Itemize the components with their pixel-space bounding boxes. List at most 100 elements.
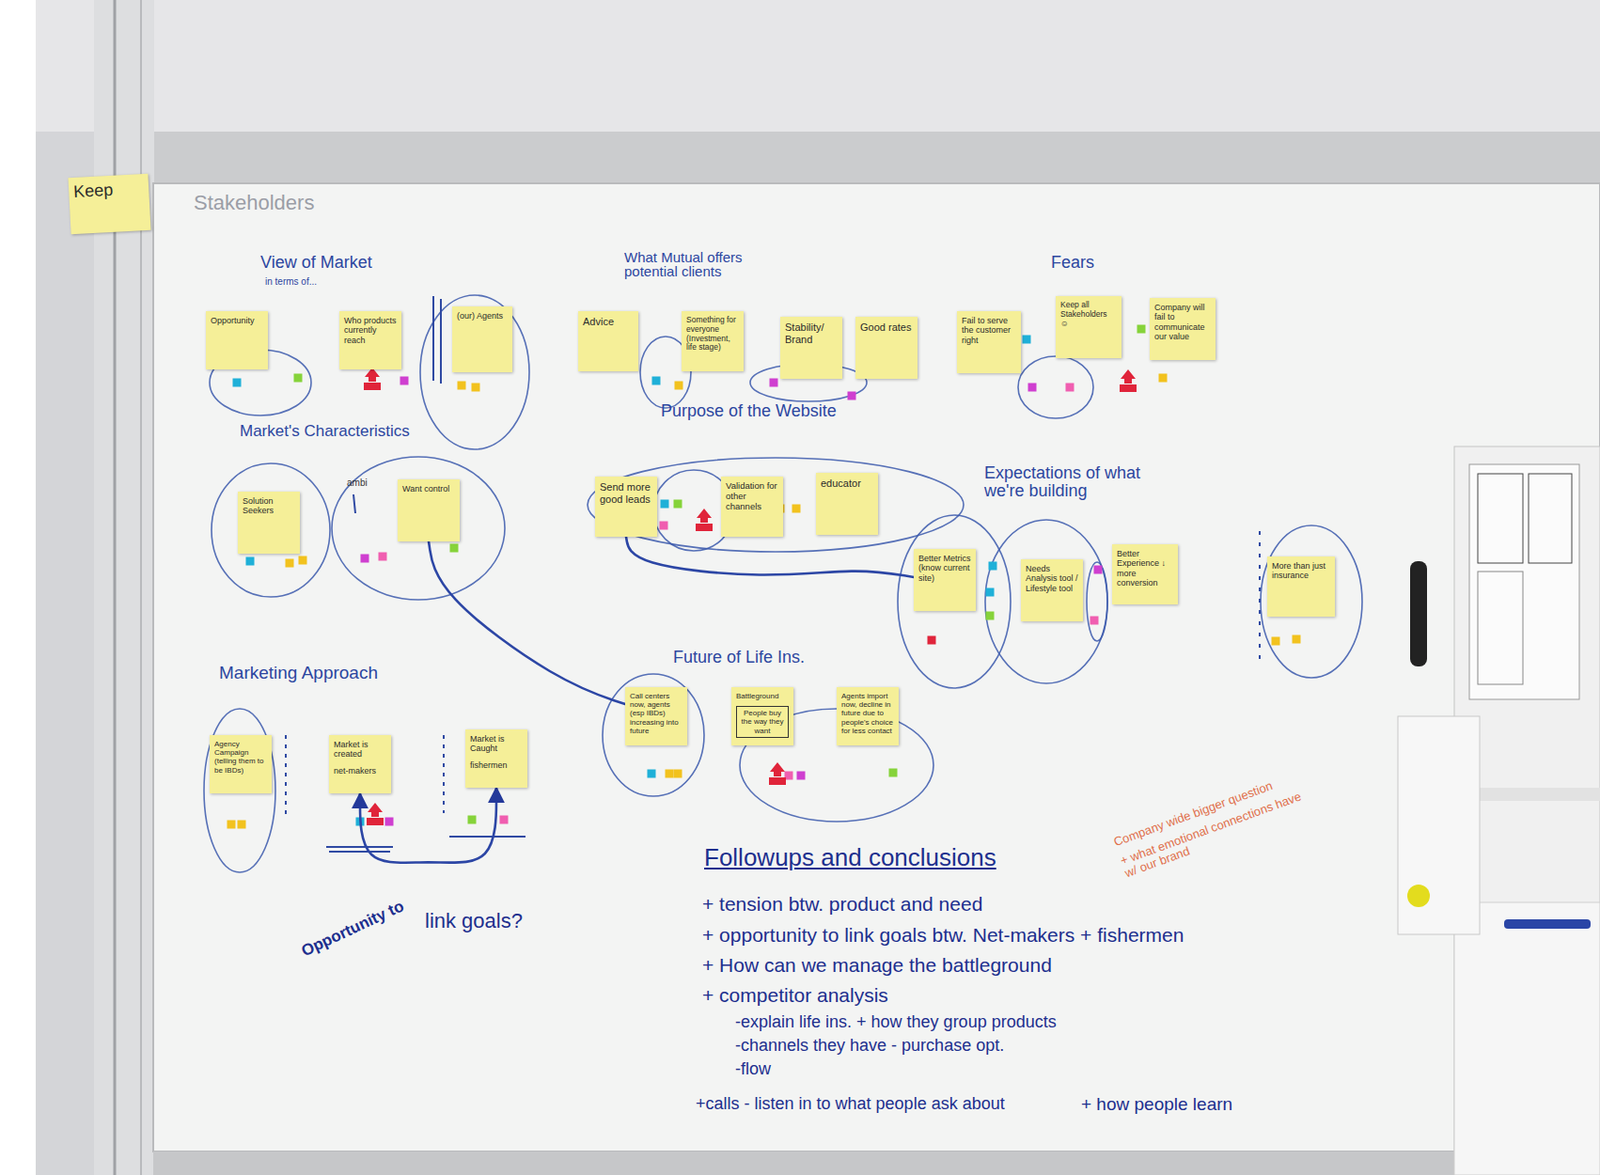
vote-dot: [227, 820, 236, 830]
magnet: [1407, 884, 1430, 908]
vote-dot: [674, 500, 683, 509]
vote-dot: [647, 769, 657, 779]
sticky-note: More than just insurance: [1267, 556, 1335, 617]
board-label: Purpose of the Website: [660, 402, 837, 422]
group-circle: [1086, 562, 1108, 642]
vote-dot: [360, 554, 370, 564]
sticky-note: Stability/ Brand: [780, 316, 843, 379]
comic-panel: [1528, 473, 1572, 564]
whiteboard: [153, 183, 1600, 1152]
vote-dot: [927, 636, 937, 645]
vote-dot: [468, 815, 477, 825]
vote-dot: [457, 381, 467, 391]
sticky-note: Market is creatednet-makers: [329, 735, 392, 794]
vote-dot: [659, 521, 669, 531]
note-text: Market is Caught: [470, 734, 523, 754]
divider-line: [329, 850, 391, 853]
vote-dot: [450, 544, 459, 553]
divider-line: [439, 298, 442, 384]
note-text: Keep: [73, 178, 145, 203]
connector-line: [428, 541, 626, 705]
photo-border: [0, 0, 36, 1175]
followup-note: +calls - listen in to what people ask ab…: [695, 1095, 1005, 1114]
note-text: Send more good leads: [599, 481, 653, 505]
sticky-note: Opportunity: [205, 311, 268, 370]
followup-note: -channels they have - purchase opt.: [735, 1036, 1004, 1056]
sticky-note: Advice: [578, 311, 639, 372]
vote-dot: [233, 378, 242, 388]
vote-dot: [1022, 335, 1032, 345]
note-text: educator: [820, 477, 874, 490]
group-circle: [587, 457, 964, 552]
note-text: Opportunity: [210, 315, 264, 326]
followup-note: Followups and conclusions: [704, 844, 997, 872]
sticky-note: Fail to serve the customer right: [956, 311, 1021, 374]
vote-arrow: [1120, 369, 1136, 384]
vote-dot: [792, 504, 801, 514]
followup-note: -flow: [735, 1060, 771, 1080]
group-circle: [211, 463, 330, 597]
sticky-note: Needs Analysis tool / Lifestyle tool: [1020, 559, 1083, 622]
paper-sheet: [1397, 716, 1480, 935]
upper-wall: [0, 0, 1600, 132]
vote-dot: [988, 562, 998, 571]
note-text: Good rates: [860, 321, 913, 334]
vote-dot: [1292, 635, 1302, 644]
vote-dot: [986, 611, 995, 621]
divider-line: [442, 735, 445, 814]
vote-dot: [665, 769, 675, 779]
vote-dot: [237, 820, 247, 830]
connector-line: [626, 536, 914, 578]
vote-dot: [1066, 383, 1075, 393]
divider-line: [326, 846, 393, 848]
sticky-note: Solution Seekers: [237, 491, 300, 554]
note-text: Needs Analysis tool / Lifestyle tool: [1025, 564, 1079, 594]
vote-dot: [385, 817, 394, 827]
followup-note: + competitor analysis: [702, 984, 889, 1006]
vote-dot: [298, 556, 308, 565]
group-circle: [897, 515, 1011, 689]
followup-note: + opportunity to link goals btw. Net-mak…: [702, 924, 1184, 946]
vote-dot: [378, 552, 388, 562]
sticky-note: Company will fail to communicate our val…: [1149, 298, 1216, 361]
vote-dot: [285, 559, 295, 568]
group-circle: [420, 295, 530, 450]
sticky-note: Agency Campaign (telling them to be IBDs…: [209, 735, 272, 794]
vote-dot: [1137, 325, 1146, 334]
divider-line: [449, 835, 526, 838]
board-label: Fears: [1050, 253, 1095, 273]
note-text: Stability/ Brand: [784, 321, 838, 346]
vote-arrow: [696, 508, 712, 523]
note-text: (our) Agents: [456, 311, 508, 321]
sticky-note: Market is Caughtfishermen: [465, 729, 528, 788]
board-label: Expectations of what we're building: [984, 464, 1159, 501]
note-text: Agency Campaign (telling them to be IBDs…: [214, 739, 267, 775]
note-text: Something for everyone (Investment, life…: [686, 315, 739, 353]
sticky-note: Who products currently reach: [339, 311, 402, 370]
board-frame: [112, 131, 1600, 187]
comic-panel: [1477, 473, 1523, 564]
vote-flag: [695, 523, 713, 532]
note-text: Battleground: [736, 691, 789, 701]
note-subtext: net-makers: [333, 766, 387, 776]
board-label: link goals?: [424, 909, 523, 933]
board-label: in terms of...: [265, 276, 317, 287]
sticky-note: Keep all Stakeholders ☺: [1055, 296, 1122, 359]
note-text: Validation for other channels: [725, 481, 779, 513]
followup-note: -explain life ins. + how they group prod…: [735, 1013, 1057, 1033]
sticky-note: Good rates: [855, 316, 918, 379]
vote-dot: [889, 768, 898, 778]
vote-dot: [1271, 637, 1281, 646]
vote-flag: [366, 817, 384, 826]
followup-note: + how people learn: [1081, 1095, 1233, 1115]
sticky-note: educator: [815, 472, 879, 535]
vote-dot: [1028, 383, 1037, 393]
note-text: Agents import now, decline in future due…: [841, 691, 895, 736]
vote-dot: [660, 500, 670, 509]
note-text: Want control: [402, 484, 455, 494]
board-label: Future of Life Ins.: [673, 648, 805, 668]
vote-dot: [1094, 565, 1103, 575]
note-subtext: People buy the way they want: [736, 705, 789, 738]
